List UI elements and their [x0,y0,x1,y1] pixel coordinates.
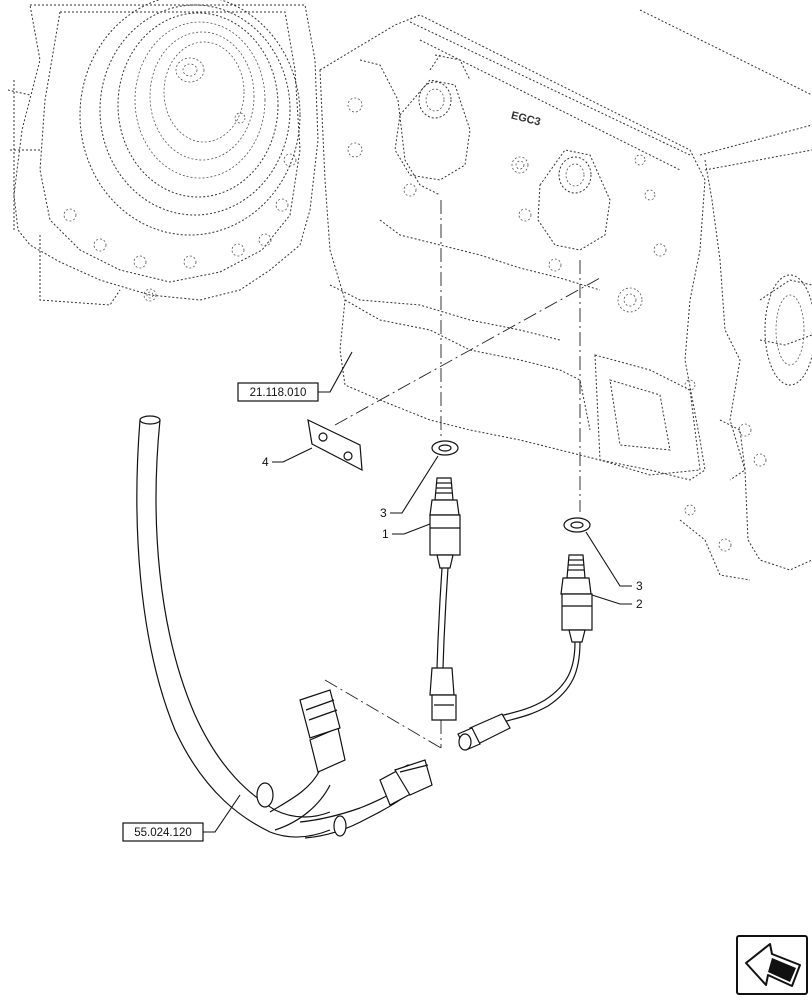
svg-text:4: 4 [262,455,269,469]
callout-3-upper: 3 [380,455,439,520]
reference-21-118-010[interactable]: 21.118.010 [237,351,353,402]
casting-marking: EGC3 [510,110,542,129]
reference-55-024-120-label: 55.024.120 [134,827,192,839]
svg-text:3: 3 [636,579,643,593]
previous-page-arrow-icon[interactable] [736,935,808,995]
housing-body: EGC3 [319,14,732,552]
rear-housing [594,9,812,581]
svg-text:2: 2 [636,597,643,611]
callout-1: 1 [382,523,431,541]
bell-housing [7,0,319,306]
part-2-switch [457,554,593,751]
callout-2: 2 [591,594,643,611]
wiring-harness [136,415,433,839]
part-4-bracket-plate [307,418,363,472]
assembly-centerlines [324,200,601,749]
svg-text:3: 3 [380,506,387,520]
callout-3-lower: 3 [585,531,643,593]
part-3-sealing-washer-lower [563,517,591,533]
part-3-sealing-washer-upper [431,440,459,456]
part-1-sensor [429,477,461,721]
reference-21-118-010-label: 21.118.010 [250,387,307,399]
reference-55-024-120[interactable]: 55.024.120 [122,794,241,842]
transmission-housing: EGC3 [7,0,812,581]
callout-4: 4 [262,447,313,469]
svg-text:1: 1 [382,527,389,541]
